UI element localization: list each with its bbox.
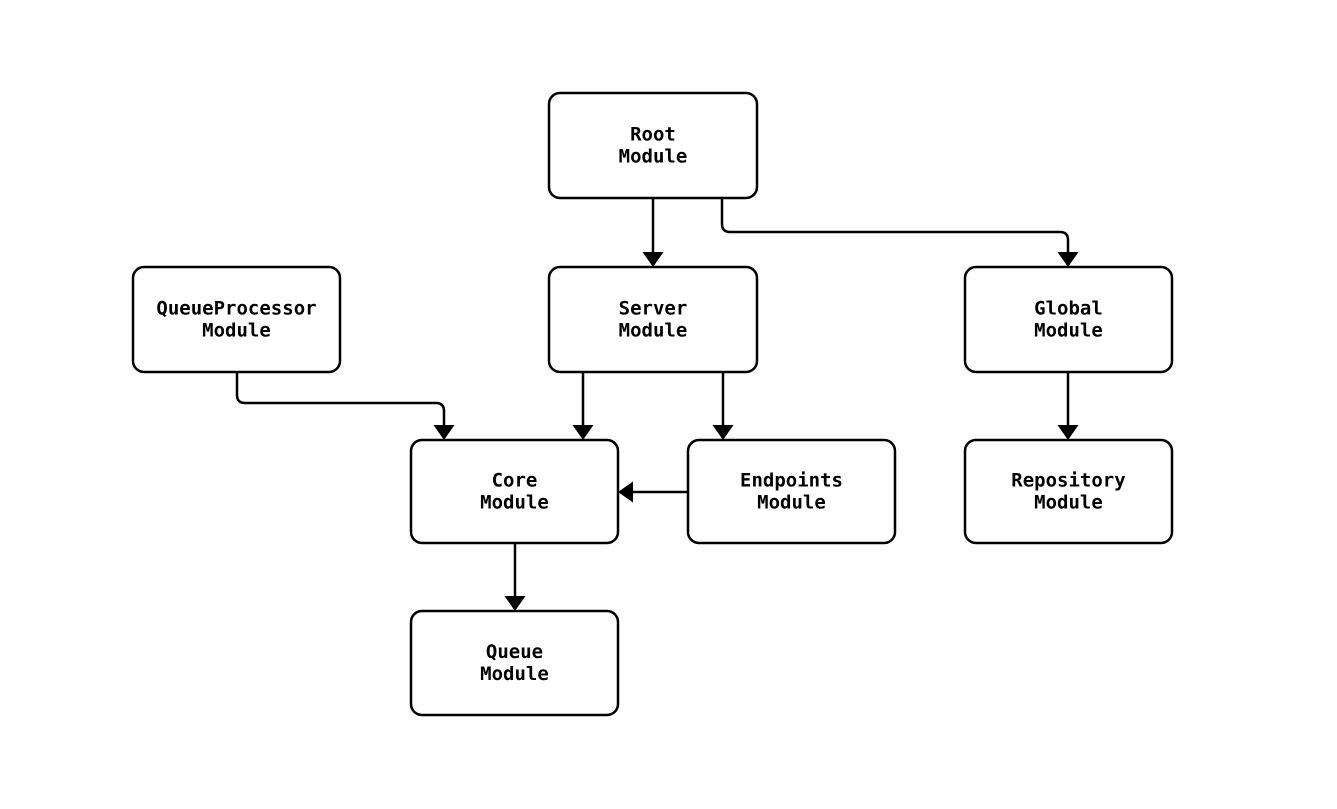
arrowhead-server-to-core [572,425,594,440]
node-global-box [963,265,1174,374]
node-repository-box [963,438,1174,545]
arrowhead-core-to-queue [504,596,526,611]
node-queue-box [409,609,620,717]
arrowhead-global-to-repository [1057,425,1079,440]
arrowhead-root-to-server [642,252,664,267]
edge-root-to-global [720,198,1070,252]
node-root-box [547,91,759,200]
node-core-box [409,438,620,545]
arrowhead-endpoints-to-core [618,481,633,503]
arrowhead-queueprocessor-to-core [433,425,455,440]
node-endpoints-box [686,438,897,545]
arrowhead-server-to-endpoints [712,425,734,440]
arrowhead-root-to-global [1057,252,1079,267]
edge-queueprocessor-to-core [235,372,446,425]
node-queueprocessor-box [131,265,342,374]
node-server-box [547,265,759,374]
